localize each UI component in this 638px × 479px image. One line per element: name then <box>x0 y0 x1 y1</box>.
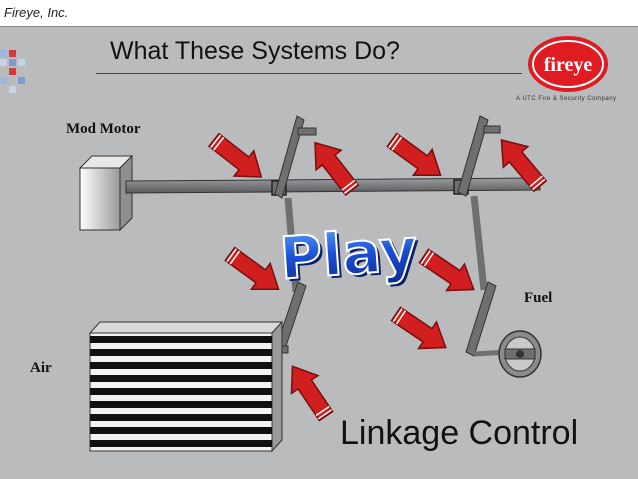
title-underline <box>96 73 522 74</box>
fireye-logo: fireye <box>528 36 608 92</box>
play-button-label: Play <box>277 215 419 292</box>
logo-tagline: A UTC Fire & Security Company <box>516 96 617 102</box>
mod-motor-box <box>78 154 134 232</box>
fuel-valve <box>498 330 542 378</box>
slide-title: What These Systems Do? <box>110 37 400 65</box>
logo-text: fireye <box>544 54 593 76</box>
company-name: Fireye, Inc. <box>4 5 69 20</box>
play-button[interactable]: Play Play <box>276 214 423 296</box>
play-button-shadow: Play <box>281 218 423 295</box>
arrow-down-right-3 <box>219 240 289 303</box>
linkage-control-title: Linkage Control <box>340 414 579 452</box>
arrow-up-left-3 <box>278 356 341 426</box>
fuel-linkage-arm <box>457 115 509 357</box>
arrow-down-right-4 <box>414 241 484 304</box>
mod-motor-label: Mod Motor <box>66 121 141 137</box>
fuel-label: Fuel <box>524 290 553 306</box>
decorative-squares <box>0 30 34 100</box>
arrow-down-right-5 <box>386 299 456 362</box>
air-damper <box>88 320 284 453</box>
header-bar: Fireye, Inc. <box>0 0 638 27</box>
air-label: Air <box>30 360 52 376</box>
drive-shaft <box>125 177 541 196</box>
air-linkage-arm <box>271 115 317 354</box>
